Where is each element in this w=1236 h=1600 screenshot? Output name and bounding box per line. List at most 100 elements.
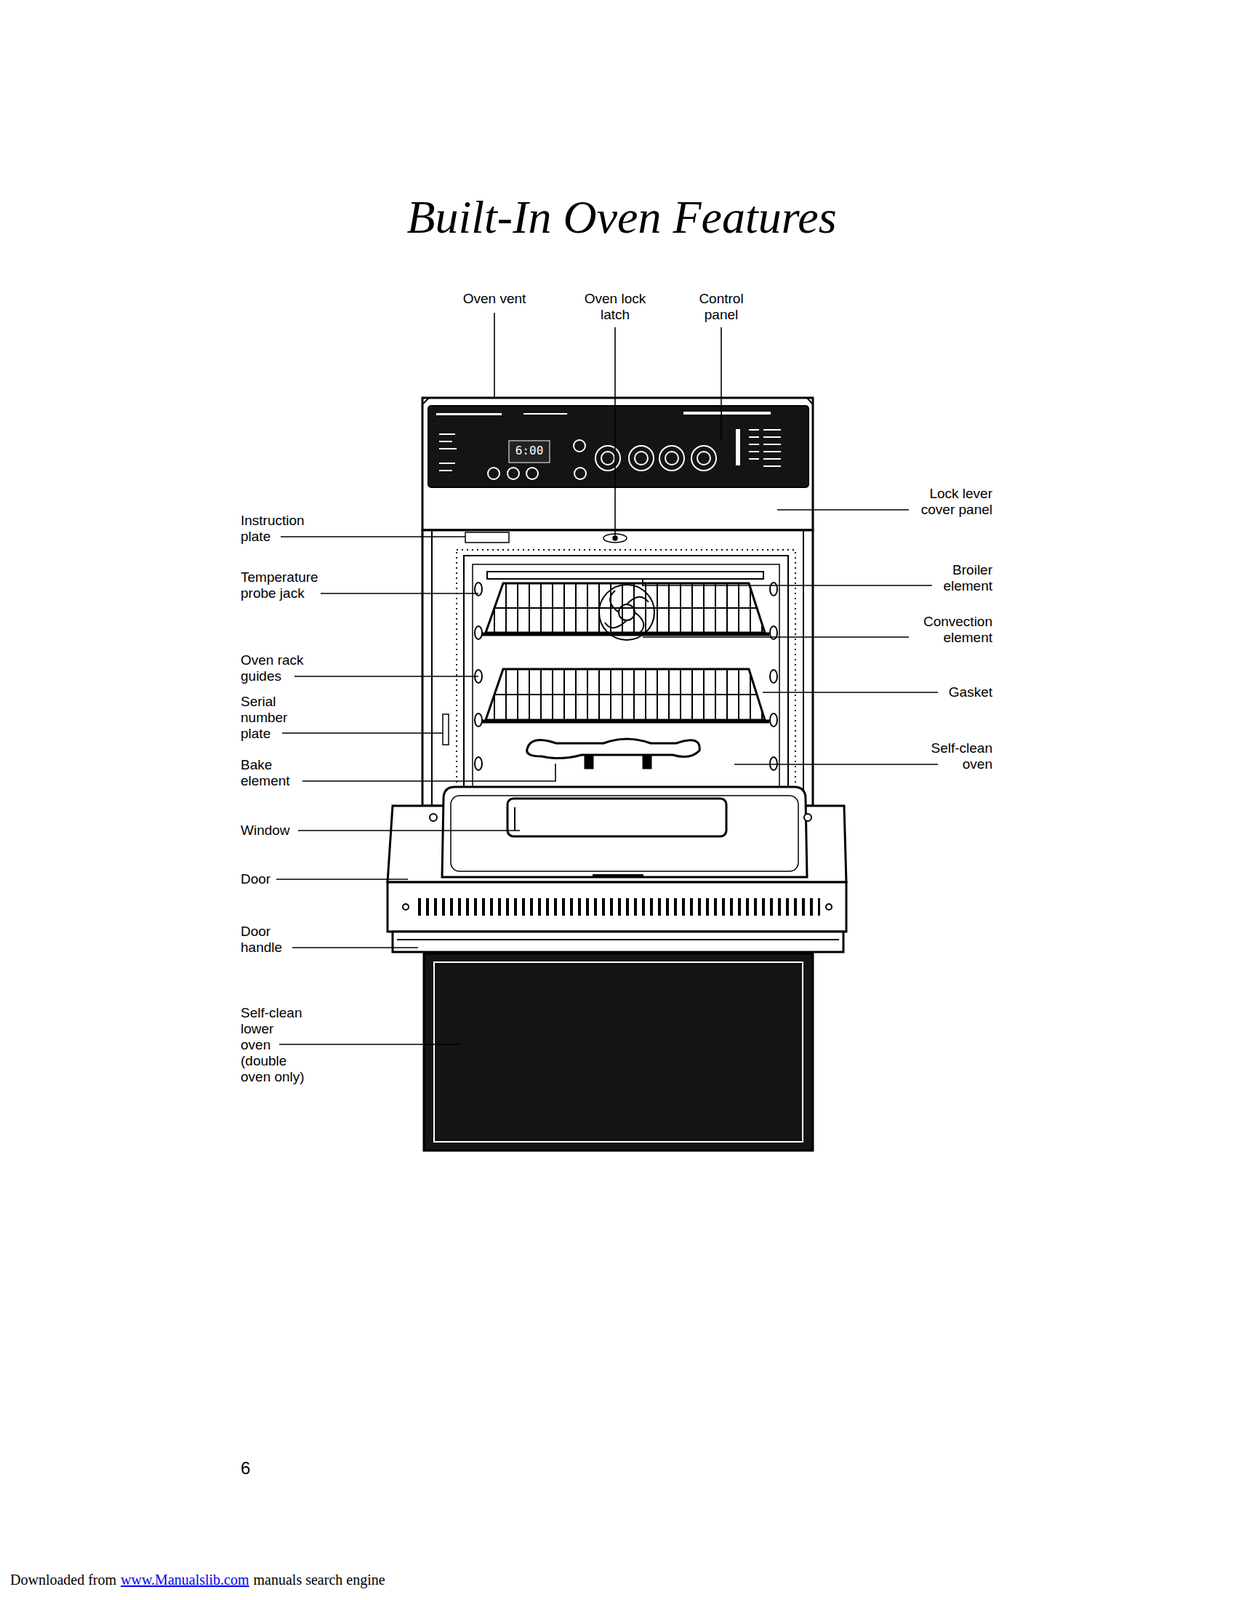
bake-element: [585, 756, 593, 768]
callout-label: Self-clean oven: [923, 740, 993, 773]
control-panel-details: [748, 458, 760, 460]
rack-guides: [474, 713, 483, 727]
control-panel-details: [439, 469, 453, 472]
upper-cabinet: [422, 397, 813, 531]
control-knobs: [659, 445, 685, 471]
control-knobs: [595, 445, 621, 471]
leader-lines: [282, 732, 443, 734]
callout-label: Bake element: [240, 756, 307, 789]
oven-door: [450, 795, 799, 872]
oven-racks: [494, 607, 757, 609]
rack-guides: [769, 582, 778, 596]
control-panel-details: [748, 436, 760, 438]
control-panel-details: [763, 428, 781, 431]
callout-label: Oven vent: [463, 290, 527, 307]
control-panel-details: [523, 412, 568, 415]
oven-door: [387, 786, 847, 882]
bake-element: [643, 756, 651, 768]
rack-guides: [474, 756, 483, 770]
lower-oven: [423, 953, 813, 1151]
door-vent-strip: [387, 881, 847, 932]
leader-lines: [493, 312, 496, 398]
leader-lines: [276, 312, 938, 1045]
callout-label: Gasket: [919, 684, 993, 701]
leader-lines: [720, 327, 722, 441]
bake-element: [527, 738, 701, 768]
rack-guides: [769, 756, 778, 770]
bake-element: [527, 738, 701, 759]
upper-cabinet: [428, 405, 809, 488]
callout-label: Door: [240, 871, 299, 888]
door-handle: [396, 938, 840, 941]
control-knobs: [697, 451, 711, 465]
leader-lines: [614, 327, 616, 536]
callout-label: Self-clean lower oven (double oven only): [240, 1004, 306, 1085]
oven-racks: [485, 668, 765, 720]
oven-frame: [431, 530, 433, 806]
control-panel-details: [439, 462, 456, 464]
callout-label: Oven rack guides: [240, 652, 314, 685]
leader-lines: [302, 763, 556, 781]
control-panel-details: [748, 428, 760, 431]
control-knobs: [665, 451, 679, 465]
control-knobs: [487, 439, 717, 480]
callout-label: Instruction plate: [240, 512, 321, 545]
control-panel-details: [436, 412, 502, 416]
rack-guides: [474, 625, 483, 640]
leader-lines: [320, 592, 479, 595]
leader-lines: [292, 946, 419, 949]
control-knobs: [601, 451, 615, 465]
door-vent-strip: [402, 903, 409, 910]
leader-lines: [777, 508, 909, 511]
oven-door: [592, 873, 644, 878]
control-panel-details: [763, 465, 781, 467]
leader-lines: [294, 675, 479, 677]
footer-text: manuals search engine: [253, 1570, 386, 1588]
small-plates: [442, 713, 449, 745]
door-handle: [392, 931, 844, 952]
page-title: Built-In Oven Features: [406, 190, 837, 245]
door-vent-strip: [825, 903, 832, 910]
oven-door: [804, 813, 812, 821]
control-panel-details: [748, 443, 760, 445]
leader-lines: [642, 636, 909, 638]
door-vent-strip: [387, 881, 847, 932]
rack-guides: [769, 713, 778, 727]
rack-guides: [474, 582, 778, 770]
oven-door: [429, 813, 437, 821]
leader-lines: [276, 878, 408, 880]
callout-label: Serial number plate: [240, 693, 299, 742]
oven-door: [507, 798, 727, 837]
oven-frame: [456, 549, 796, 806]
lower-oven: [434, 961, 803, 1142]
display-readout: 6:00: [507, 443, 552, 458]
control-panel-details: [748, 450, 760, 453]
control-knobs: [573, 439, 586, 452]
control-knobs: [574, 467, 587, 480]
oven-frame: [463, 555, 789, 806]
oven-frame: [472, 564, 780, 803]
leader-lines: [642, 584, 933, 587]
callout-label: Window: [240, 822, 328, 839]
oven-door: [514, 807, 516, 831]
footer-link: www.Manualslib.com: [120, 1570, 249, 1588]
small-plates: [612, 535, 618, 541]
control-panel-details: [439, 447, 457, 450]
oven-racks: [485, 583, 765, 633]
control-panel-details: [763, 436, 781, 438]
oven-door: [442, 786, 808, 877]
callout-label: Broiler element: [934, 562, 993, 595]
control-panel-details: [436, 411, 781, 472]
callout-label: Door handle: [240, 923, 292, 956]
control-knobs: [507, 467, 520, 480]
leader-lines: [298, 829, 520, 832]
callout-label: Convection element: [912, 613, 993, 646]
control-knobs: [691, 445, 717, 471]
callout-label: Oven lock latch: [578, 290, 652, 323]
broiler-element: [487, 571, 764, 579]
oven-racks: [494, 693, 757, 696]
oven-racks: [481, 583, 770, 722]
door-vent-strip: [415, 897, 821, 916]
small-plates: [465, 532, 509, 543]
control-panel-details: [763, 443, 781, 445]
